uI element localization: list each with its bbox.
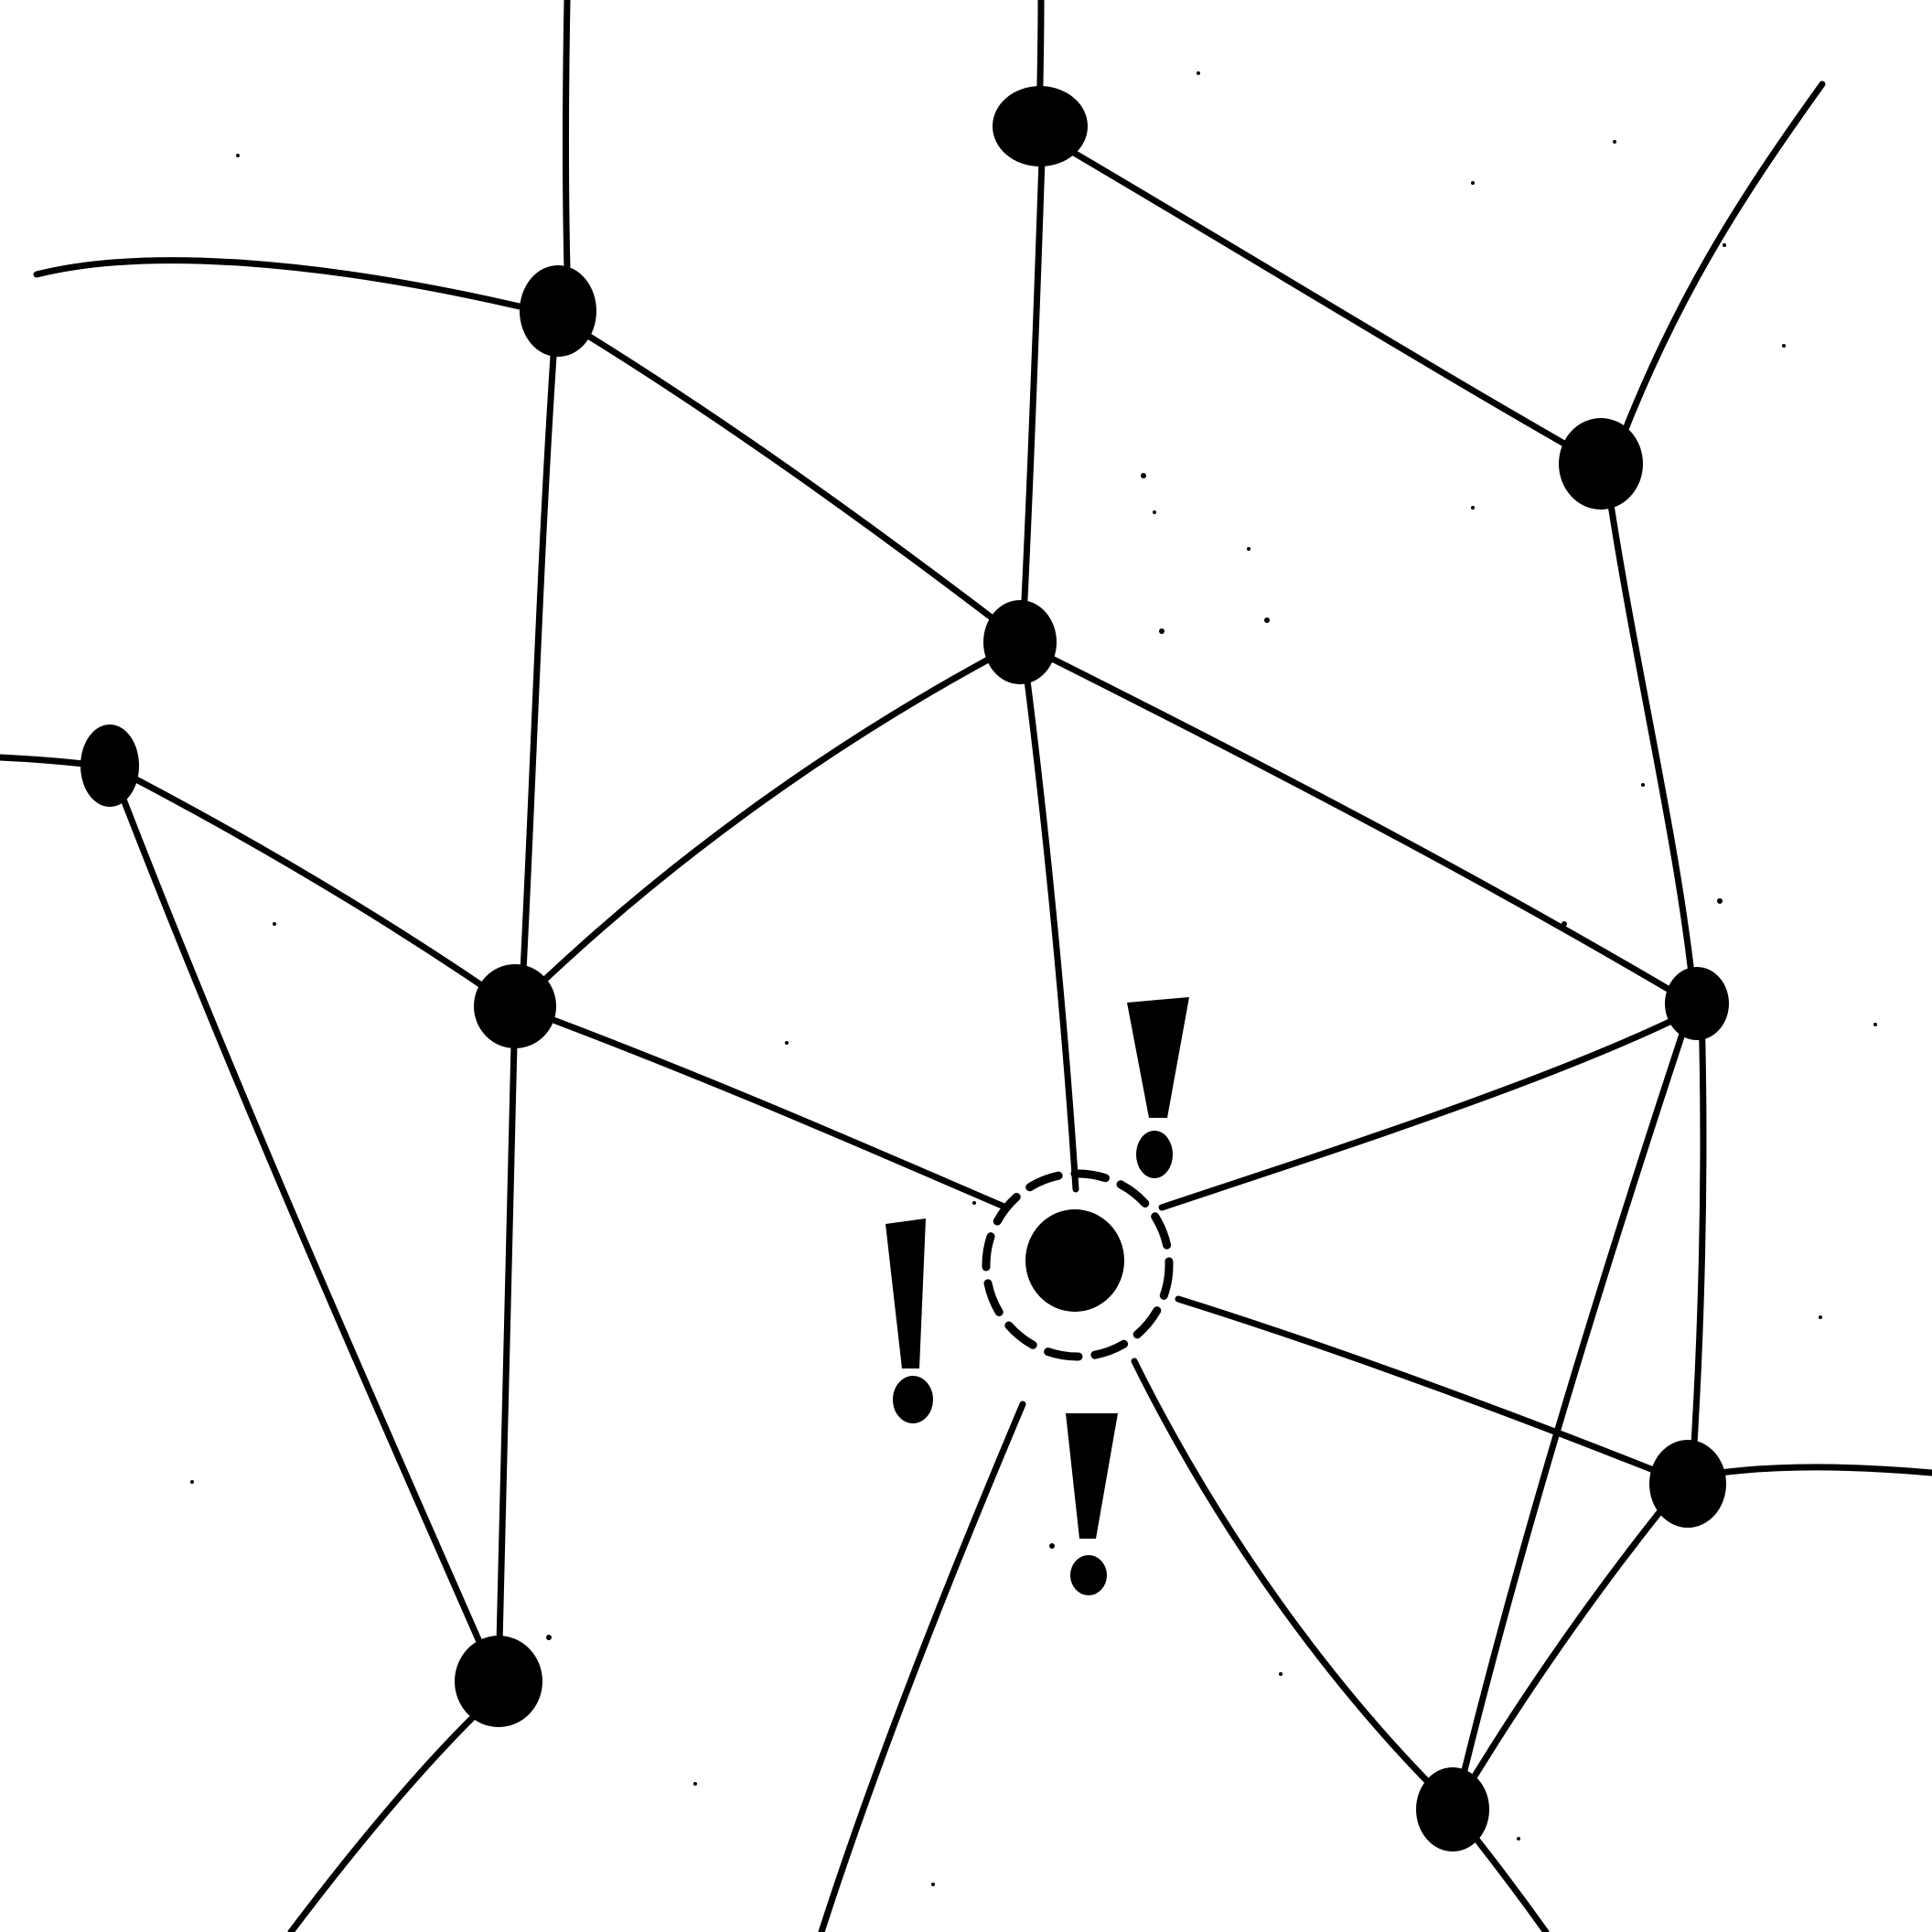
node-lower-left — [455, 1636, 542, 1727]
node-lower-right — [1649, 1440, 1726, 1528]
node-mid-right — [1665, 967, 1729, 1040]
edge-alert-to-bottom-right — [1131, 1358, 1456, 1810]
edge-stub-top-left — [563, 0, 571, 274]
node-mid-left — [474, 964, 556, 1048]
edge-top-center-to-center-hub — [1019, 129, 1046, 639]
node-bottom-right — [1416, 1767, 1489, 1852]
edge-top-center-to-upper-right — [1044, 134, 1600, 466]
edge-far-left-to-lower-left — [108, 765, 500, 1685]
node-center-hub — [983, 600, 1057, 684]
alert-dashed-ring — [982, 1169, 1174, 1361]
edge-far-left-to-mid-left — [108, 763, 516, 1010]
node-upper-right — [1559, 418, 1643, 510]
exclamation-icon-bottom — [1066, 1413, 1118, 1595]
edge-stub-left-top — [33, 257, 523, 310]
edge-center-hub-to-mid-left — [513, 641, 1019, 1010]
edge-stub-bottom-center — [818, 1401, 1026, 1932]
edge-mid-right-to-bottom-right — [1451, 1014, 1691, 1815]
edge-stub-bottom-left — [287, 1693, 498, 1932]
edge-mid-left-to-lower-left — [495, 1003, 519, 1685]
exclamation-icon-top — [1127, 997, 1189, 1178]
node-far-left — [80, 724, 139, 807]
edge-center-hub-to-mid-right — [1021, 641, 1698, 1008]
edge-upper-left-to-center-hub — [556, 315, 1019, 639]
node-alert — [1025, 1209, 1124, 1312]
edge-mid-left-to-alert — [513, 1003, 1010, 1211]
node-top-center — [993, 86, 1088, 166]
edge-lower-right-to-bottom-right — [1451, 1474, 1691, 1813]
edge-stub-right-top — [1614, 80, 1826, 454]
edge-mid-right-to-alert — [1158, 1007, 1696, 1211]
edge-mid-right-to-lower-right — [1689, 1007, 1707, 1476]
edge-stub-right-mid — [1716, 1464, 1932, 1476]
exclamation-icon-left — [886, 1218, 933, 1423]
alert-marker — [886, 997, 1189, 1595]
edge-upper-left-to-mid-left — [518, 312, 560, 1010]
edge-alert-to-lower-right — [1175, 1295, 1687, 1486]
network-nodes — [80, 86, 1729, 1852]
edge-center-hub-to-alert — [1019, 641, 1079, 1193]
edge-upper-right-to-mid-right — [1602, 465, 1698, 1003]
node-upper-left — [520, 265, 596, 357]
